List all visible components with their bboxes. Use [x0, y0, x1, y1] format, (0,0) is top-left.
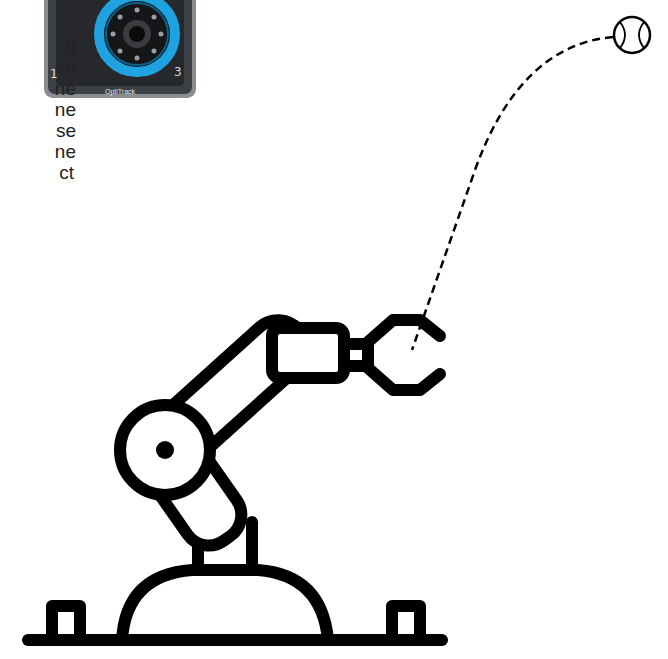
trajectory-line [412, 37, 613, 350]
camera-digit: 3 [174, 66, 182, 78]
camera-digit: 1 [50, 68, 58, 80]
text-fragment: se [56, 121, 76, 140]
text-fragment: ne [55, 79, 76, 98]
text-fragment: ne [55, 100, 76, 119]
camera-logo: OptiTrack [105, 88, 135, 95]
text-fragment: ct [59, 163, 74, 182]
motion-capture-camera [44, 0, 196, 98]
text-fragment: ne [55, 142, 76, 161]
robot-arm [28, 309, 442, 640]
ball [614, 17, 650, 53]
text-fragment: se [56, 57, 76, 76]
text-fragment: a [65, 36, 76, 55]
